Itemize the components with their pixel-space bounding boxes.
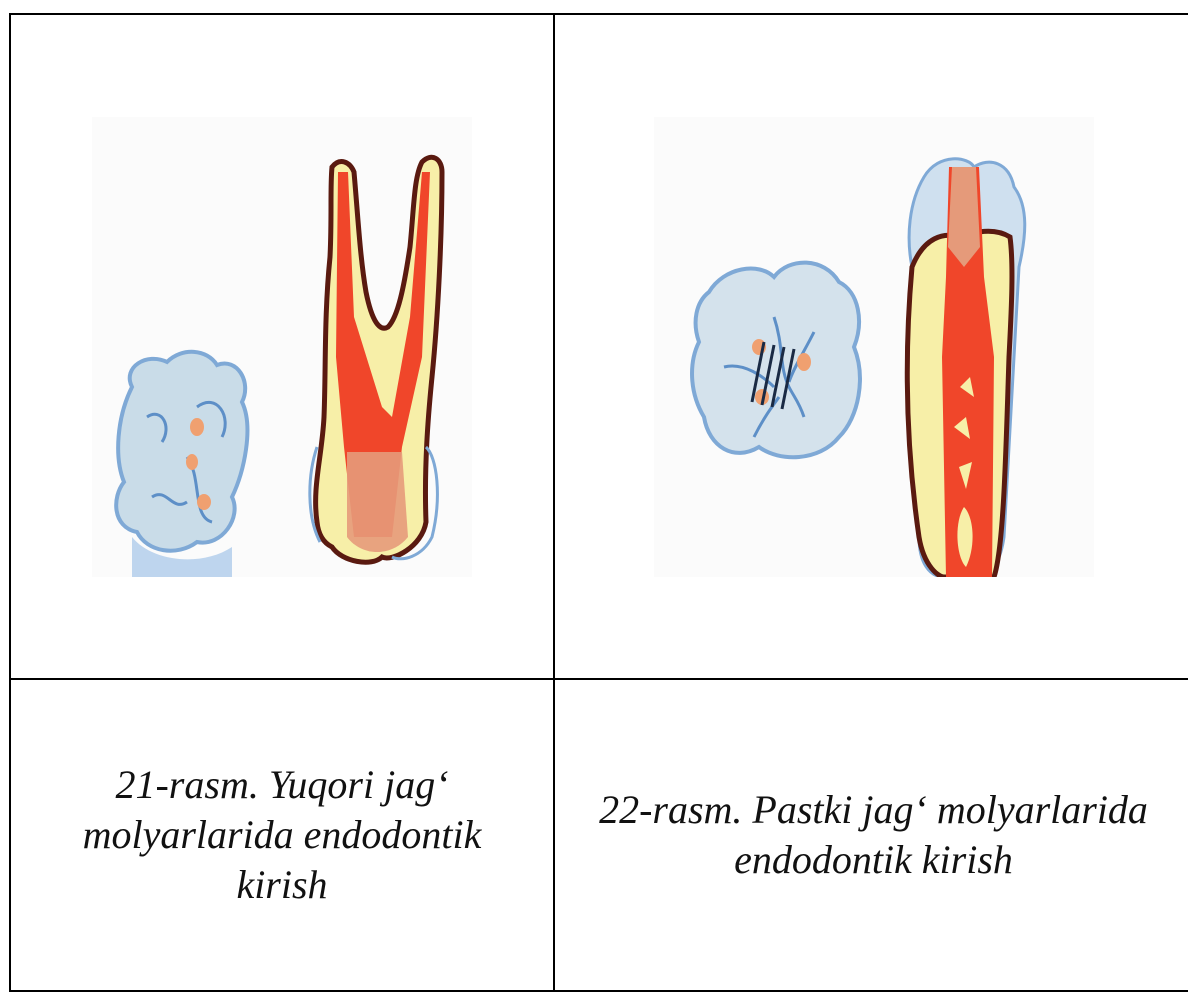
figure-22-image-cell <box>554 14 1188 679</box>
figure-21-caption: 21-rasm. Yuqori jag‘ molyarlarida endodo… <box>52 760 512 910</box>
lower-molar-occlusal-view <box>692 262 860 457</box>
figure-21-caption-cell: 21-rasm. Yuqori jag‘ molyarlarida endodo… <box>10 679 554 991</box>
upper-molar-endodontic-access-illustration <box>92 117 472 577</box>
figure-21-image-cell <box>10 14 554 679</box>
figure-22-caption: 22-rasm. Pastki jag‘ molyarlarida endodo… <box>574 785 1174 885</box>
caption-row: 21-rasm. Yuqori jag‘ molyarlarida endodo… <box>10 679 1188 991</box>
lower-molar-endodontic-access-illustration <box>654 117 1094 577</box>
figure-22-caption-cell: 22-rasm. Pastki jag‘ molyarlarida endodo… <box>554 679 1188 991</box>
figure-table-frame: 21-rasm. Yuqori jag‘ molyarlarida endodo… <box>9 13 1188 991</box>
figure-table: 21-rasm. Yuqori jag‘ molyarlarida endodo… <box>9 13 1188 992</box>
image-row <box>10 14 1188 679</box>
